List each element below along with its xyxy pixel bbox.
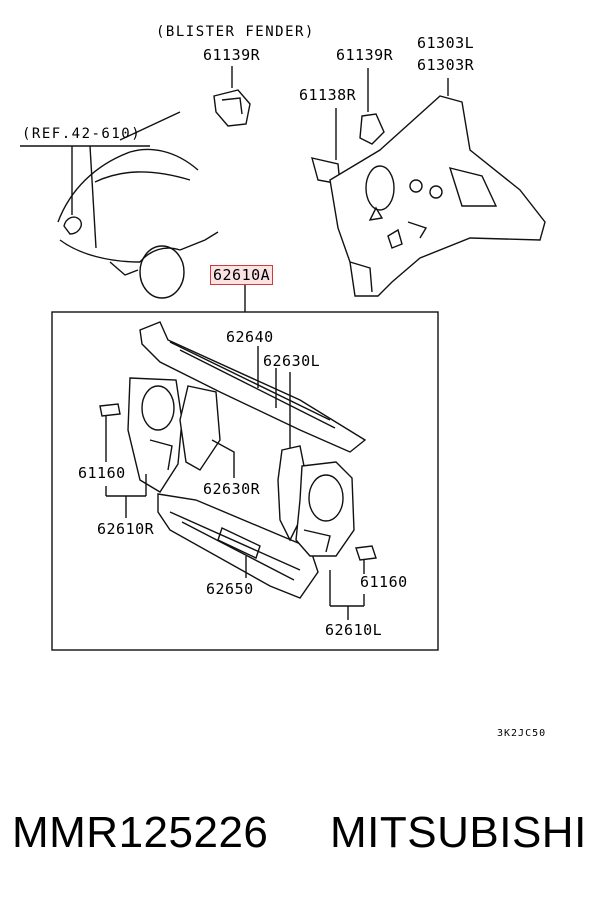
part-62650-lower-bar xyxy=(157,493,319,599)
label-62610L: 62610L xyxy=(325,621,383,639)
diagram-drawing xyxy=(20,66,546,651)
brand-name: MITSUBISHI xyxy=(330,808,587,857)
part-62610R-left-panel xyxy=(99,377,221,493)
label-62640: 62640 xyxy=(226,328,274,346)
assembly-frame xyxy=(51,311,439,651)
label-61303R: 61303R xyxy=(417,56,475,74)
clip-61139R-left xyxy=(213,66,251,127)
label-61138R: 61138R xyxy=(299,86,357,104)
label-62650: 62650 xyxy=(206,580,254,598)
leaders-left xyxy=(105,368,291,518)
parts-diagram: (BLISTER FENDER) 61139R 61139R 61303L 61… xyxy=(20,24,546,651)
label-61303L: 61303L xyxy=(417,34,475,52)
label-61160-right: 61160 xyxy=(360,573,408,591)
label-61139R-left: 61139R xyxy=(203,46,261,64)
label-61139R-right: 61139R xyxy=(336,46,394,64)
car-outline xyxy=(57,111,219,299)
inner-fender-assembly xyxy=(311,68,546,297)
label-62630R: 62630R xyxy=(203,480,261,498)
label-62610A: 62610A xyxy=(210,265,274,285)
part-62610L-right-panel xyxy=(277,445,377,561)
footer: MMR125226 MITSUBISHI xyxy=(0,808,600,878)
label-62610R: 62610R xyxy=(97,520,155,538)
label-blister-fender: (BLISTER FENDER) xyxy=(156,24,315,40)
part-number: MMR125226 xyxy=(12,808,269,857)
ref-leader xyxy=(20,145,150,249)
part-62640-upper-bar xyxy=(139,321,367,453)
label-61160-left: 61160 xyxy=(78,464,126,482)
diagram-code: 3K2JC50 xyxy=(497,728,547,739)
leaders-right xyxy=(329,560,365,620)
label-62630L: 62630L xyxy=(263,352,321,370)
label-ref: (REF.42-610) xyxy=(22,126,142,142)
